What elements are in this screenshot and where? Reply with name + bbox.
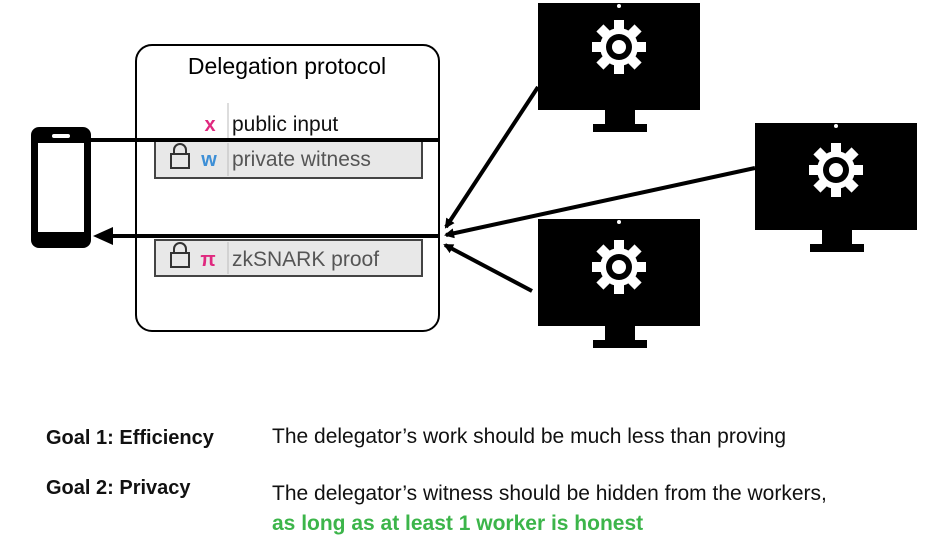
proof-arrowhead xyxy=(93,227,113,245)
zksnark-proof-label: zkSNARK proof xyxy=(232,248,379,271)
protocol-box xyxy=(135,44,440,332)
worker-computer-icon xyxy=(538,3,700,132)
lock-icon xyxy=(170,143,190,169)
public-input-symbol: x xyxy=(204,114,215,136)
delegation-diagram: Delegation protocol x public input w pri… xyxy=(31,3,917,348)
private-witness-symbol: w xyxy=(200,149,217,171)
zksnark-proof-row: π zkSNARK proof xyxy=(154,239,423,277)
goal-2-label: Goal 2: Privacy xyxy=(46,477,191,499)
lock-icon xyxy=(170,242,190,268)
phone-icon xyxy=(31,127,91,248)
public-input-label: public input xyxy=(232,113,338,136)
gear-icon xyxy=(809,143,863,197)
gear-icon xyxy=(592,20,646,74)
worker-computer-icon xyxy=(755,123,917,252)
goal-2-text-main: The delegator’s witness should be hidden… xyxy=(272,482,827,505)
zksnark-proof-symbol: π xyxy=(200,249,215,271)
worker-computer-icon xyxy=(538,219,700,348)
worker-3-arrow xyxy=(443,243,533,293)
worker-2-arrow xyxy=(444,166,756,239)
protocol-title: Delegation protocol xyxy=(188,53,386,79)
worker-1-arrow xyxy=(444,85,540,229)
goal-2-text: The delegator’s witness should be hidden… xyxy=(272,479,832,539)
gear-icon xyxy=(592,240,646,294)
goal-1-label: Goal 1: Efficiency xyxy=(46,427,214,449)
goal-1-text: The delegator’s work should be much less… xyxy=(272,422,786,452)
goal-2-text-highlight: as long as at least 1 worker is honest xyxy=(272,512,644,535)
goal-1-text-main: The delegator’s work should be much less… xyxy=(272,425,787,448)
private-witness-row: w private witness xyxy=(154,140,423,179)
private-witness-label: private witness xyxy=(232,148,371,171)
public-input-row: x public input xyxy=(204,103,338,138)
